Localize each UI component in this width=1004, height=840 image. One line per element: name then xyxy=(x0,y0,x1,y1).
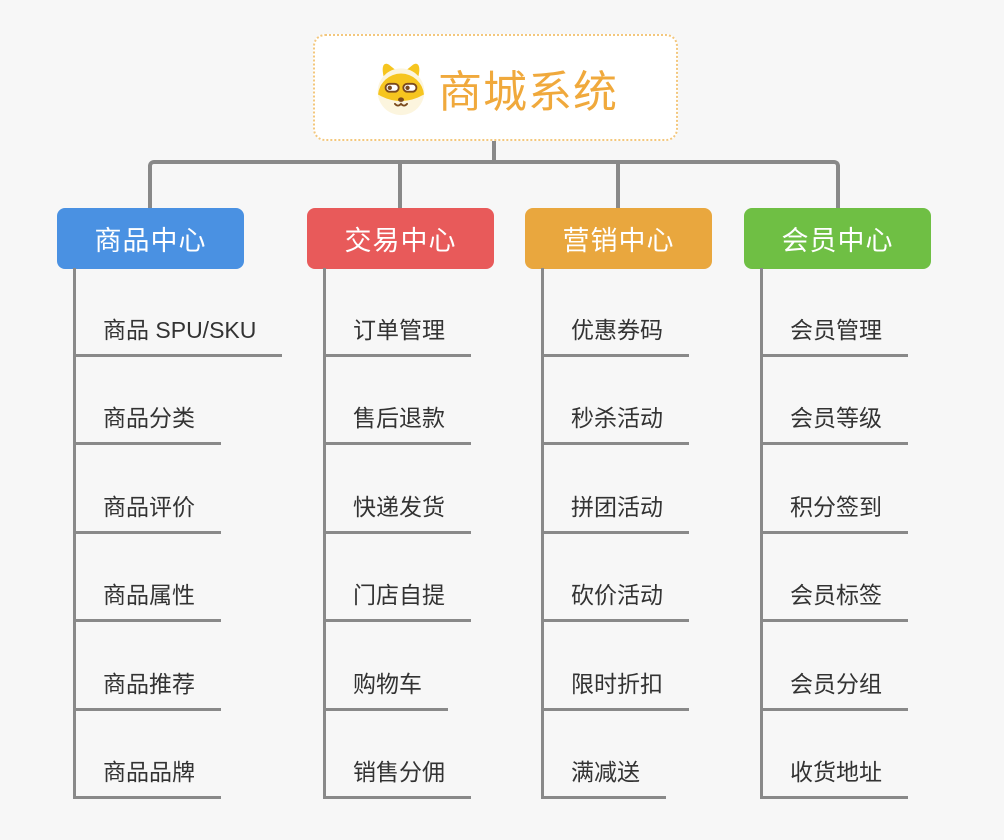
branch-children-trade-center: 订单管理 售后退款 快递发货 门店自提 购物车 销售分佣 xyxy=(323,268,471,799)
leaf-label[interactable]: 门店自提 xyxy=(326,576,471,622)
root-node[interactable]: 商城系统 xyxy=(313,34,678,141)
shiba-dog-face-icon xyxy=(373,59,429,117)
branch-header-product-center[interactable]: 商品中心 xyxy=(57,208,244,269)
leaf-node: 会员标签 xyxy=(763,534,908,622)
branch-children-marketing-center: 优惠券码 秒杀活动 拼团活动 砍价活动 限时折扣 满减送 xyxy=(541,268,689,799)
leaf-label[interactable]: 会员分组 xyxy=(763,665,908,711)
leaf-label[interactable]: 订单管理 xyxy=(326,311,471,357)
leaf-node: 售后退款 xyxy=(326,357,471,445)
leaf-label[interactable]: 商品分类 xyxy=(76,399,221,445)
leaf-node: 门店自提 xyxy=(326,534,471,622)
leaf-label[interactable]: 销售分佣 xyxy=(326,753,471,799)
leaf-label[interactable]: 优惠券码 xyxy=(544,311,689,357)
leaf-node: 会员管理 xyxy=(763,268,908,357)
leaf-node: 销售分佣 xyxy=(326,711,471,799)
leaf-node: 商品评价 xyxy=(76,445,282,534)
leaf-node: 会员等级 xyxy=(763,357,908,445)
connector-root-stub xyxy=(492,141,496,164)
leaf-node: 商品品牌 xyxy=(76,711,282,799)
leaf-node: 订单管理 xyxy=(326,268,471,357)
leaf-label[interactable]: 购物车 xyxy=(326,665,448,711)
leaf-node: 收货地址 xyxy=(763,711,908,799)
connector-main-frame xyxy=(148,160,840,210)
leaf-label[interactable]: 会员标签 xyxy=(763,576,908,622)
leaf-node: 购物车 xyxy=(326,622,471,711)
branch-header-trade-center[interactable]: 交易中心 xyxy=(307,208,494,269)
leaf-label[interactable]: 商品品牌 xyxy=(76,753,221,799)
connector-drop-trade xyxy=(398,160,402,210)
leaf-label[interactable]: 售后退款 xyxy=(326,399,471,445)
leaf-label[interactable]: 会员等级 xyxy=(763,399,908,445)
leaf-label[interactable]: 积分签到 xyxy=(763,488,908,534)
leaf-node: 砍价活动 xyxy=(544,534,689,622)
leaf-node: 商品属性 xyxy=(76,534,282,622)
leaf-node: 商品 SPU/SKU xyxy=(76,268,283,357)
leaf-node: 积分签到 xyxy=(763,445,908,534)
leaf-node: 限时折扣 xyxy=(544,622,689,711)
leaf-node: 会员分组 xyxy=(763,622,908,711)
branch-header-member-center[interactable]: 会员中心 xyxy=(744,208,931,269)
leaf-node: 满减送 xyxy=(544,711,689,799)
branch-header-marketing-center[interactable]: 营销中心 xyxy=(525,208,712,269)
leaf-label[interactable]: 拼团活动 xyxy=(544,488,689,534)
leaf-node: 商品推荐 xyxy=(76,622,282,711)
leaf-node: 拼团活动 xyxy=(544,445,689,534)
leaf-label[interactable]: 会员管理 xyxy=(763,311,908,357)
leaf-label[interactable]: 商品属性 xyxy=(76,576,221,622)
leaf-node: 优惠券码 xyxy=(544,268,689,357)
leaf-label[interactable]: 商品评价 xyxy=(76,488,221,534)
leaf-label[interactable]: 满减送 xyxy=(544,753,666,799)
leaf-label[interactable]: 限时折扣 xyxy=(544,665,689,711)
leaf-label[interactable]: 快递发货 xyxy=(326,488,471,534)
leaf-node: 商品分类 xyxy=(76,357,282,445)
branch-children-product-center: 商品 SPU/SKU 商品分类 商品评价 商品属性 商品推荐 商品品牌 xyxy=(73,268,283,799)
branch-children-member-center: 会员管理 会员等级 积分签到 会员标签 会员分组 收货地址 xyxy=(760,268,908,799)
leaf-label[interactable]: 商品 SPU/SKU xyxy=(76,311,283,357)
connector-drop-marketing xyxy=(616,160,620,210)
leaf-label[interactable]: 秒杀活动 xyxy=(544,399,689,445)
root-title: 商城系统 xyxy=(438,67,618,117)
leaf-node: 快递发货 xyxy=(326,445,471,534)
leaf-label[interactable]: 商品推荐 xyxy=(76,665,221,711)
leaf-label[interactable]: 砍价活动 xyxy=(544,576,689,622)
leaf-label[interactable]: 收货地址 xyxy=(763,753,908,799)
leaf-node: 秒杀活动 xyxy=(544,357,689,445)
